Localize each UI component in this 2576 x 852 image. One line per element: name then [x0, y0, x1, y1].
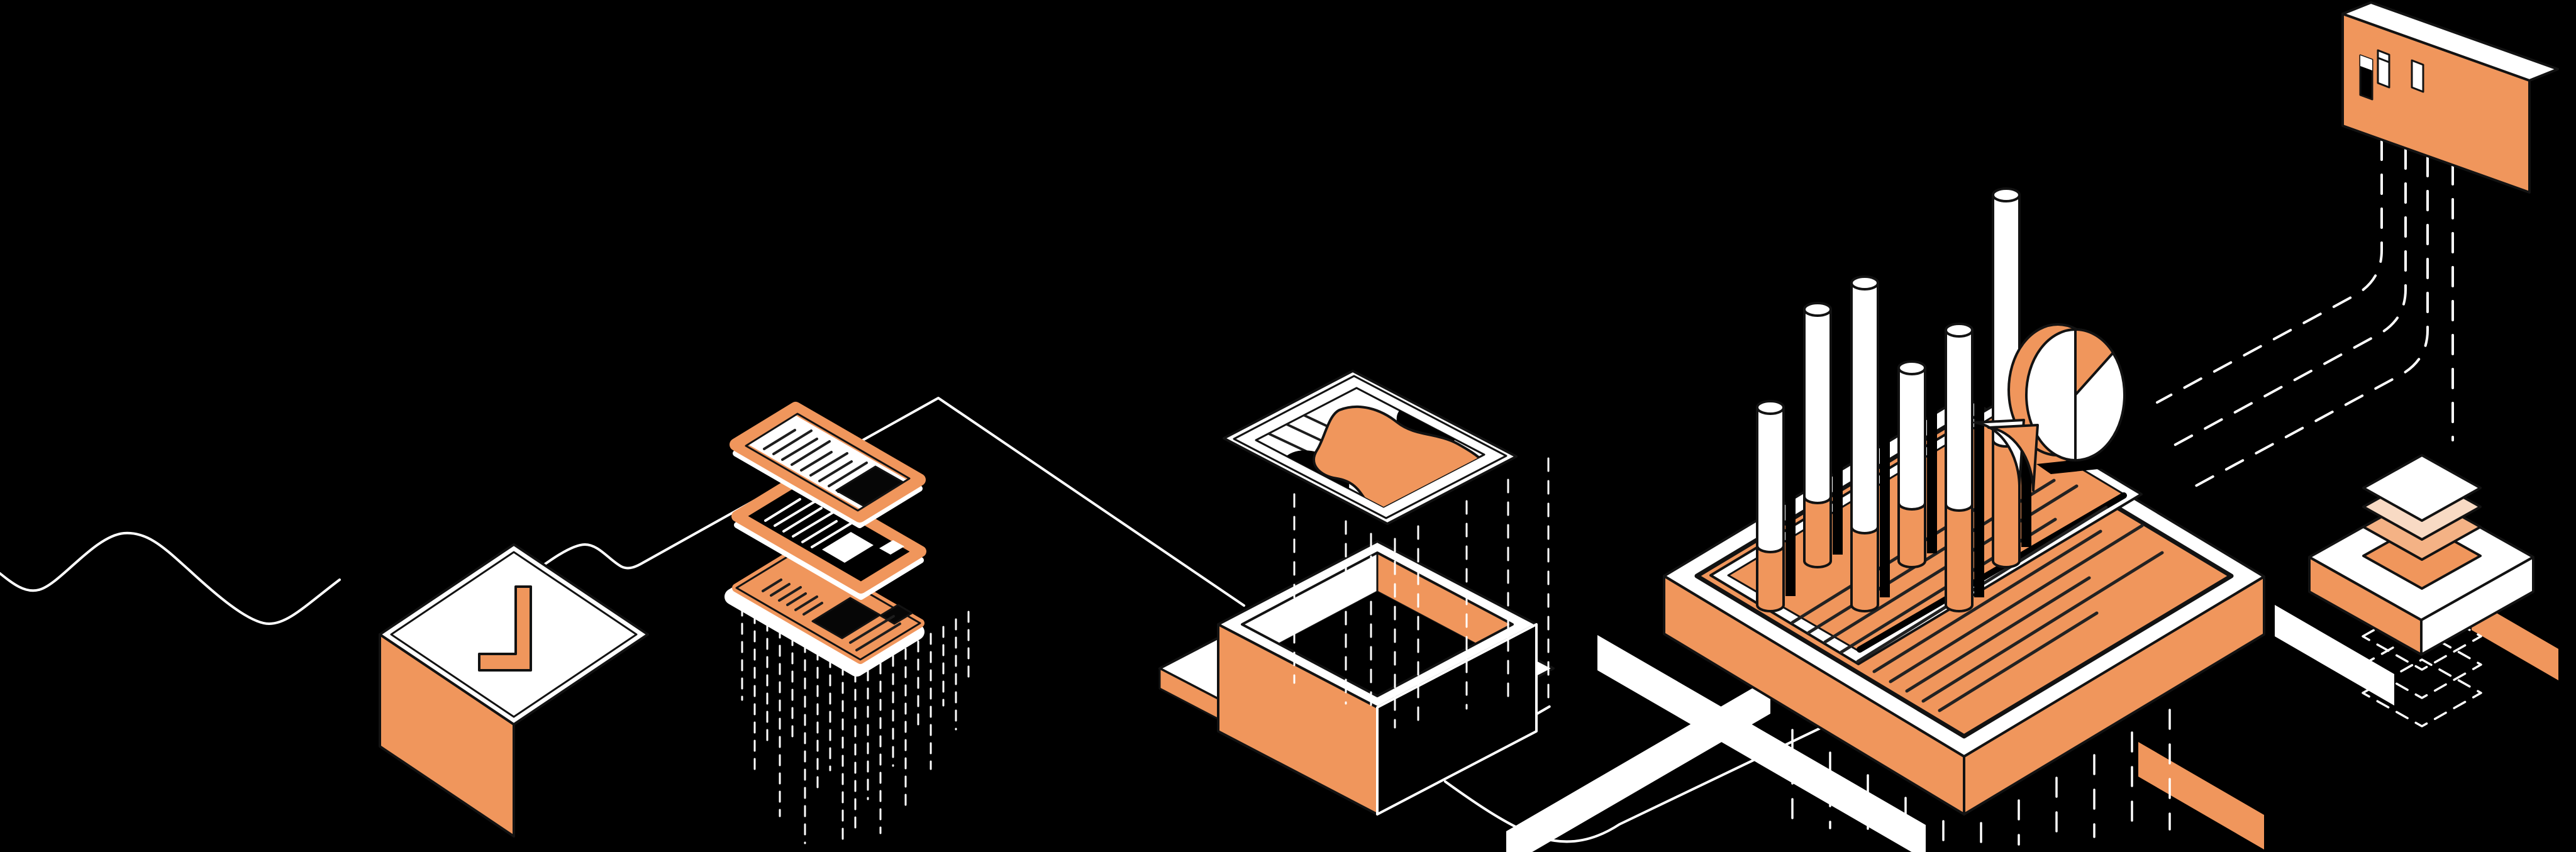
panel-top	[2341, 1, 2559, 82]
box-outer-wall-right	[1376, 623, 1538, 816]
layer-white	[2362, 454, 2482, 522]
document-image-block	[822, 532, 874, 563]
picture-frame	[1223, 370, 1518, 525]
orange-ribbon	[2138, 742, 2264, 849]
data-traces	[2156, 140, 2454, 492]
dashed-diamond-outline	[2362, 658, 2482, 728]
collection-box	[1217, 540, 1538, 816]
white-ribbon	[2275, 605, 2394, 705]
bar-chart-columns	[1756, 187, 2031, 612]
document-text-lines	[764, 498, 855, 548]
ground-ribbons-left	[1506, 635, 1926, 852]
panel-windows	[2359, 49, 2424, 101]
pie-slice-orange	[2074, 328, 2114, 396]
data-rain	[1791, 709, 2171, 849]
checkbox-platform	[379, 543, 649, 838]
window-light	[2411, 59, 2424, 93]
white-ribbon	[1597, 635, 1926, 852]
document-stack	[724, 402, 970, 848]
check-icon	[478, 585, 532, 672]
pie-chart	[1974, 323, 2126, 492]
white-ribbon	[1506, 678, 1770, 852]
ground-ribbons-right	[2275, 599, 2558, 705]
layer-stack	[2308, 454, 2534, 728]
document-text-lines	[762, 578, 823, 616]
flow-line	[0, 397, 1875, 843]
image-extraction	[1158, 370, 1559, 816]
data-drips	[1293, 457, 1550, 729]
document-card-middle	[731, 474, 926, 600]
analytics-platform	[1663, 187, 2265, 849]
pie-slice-exploded	[1987, 424, 2039, 492]
checkbox-platform-top	[379, 543, 649, 726]
window-light	[2377, 49, 2390, 89]
document-card-top	[730, 402, 926, 528]
data-source-panel	[2341, 1, 2559, 194]
data-rain	[741, 604, 970, 848]
orange-ribbon	[2472, 599, 2558, 680]
document-card-bottom	[724, 547, 924, 677]
document-image-block	[835, 465, 904, 507]
